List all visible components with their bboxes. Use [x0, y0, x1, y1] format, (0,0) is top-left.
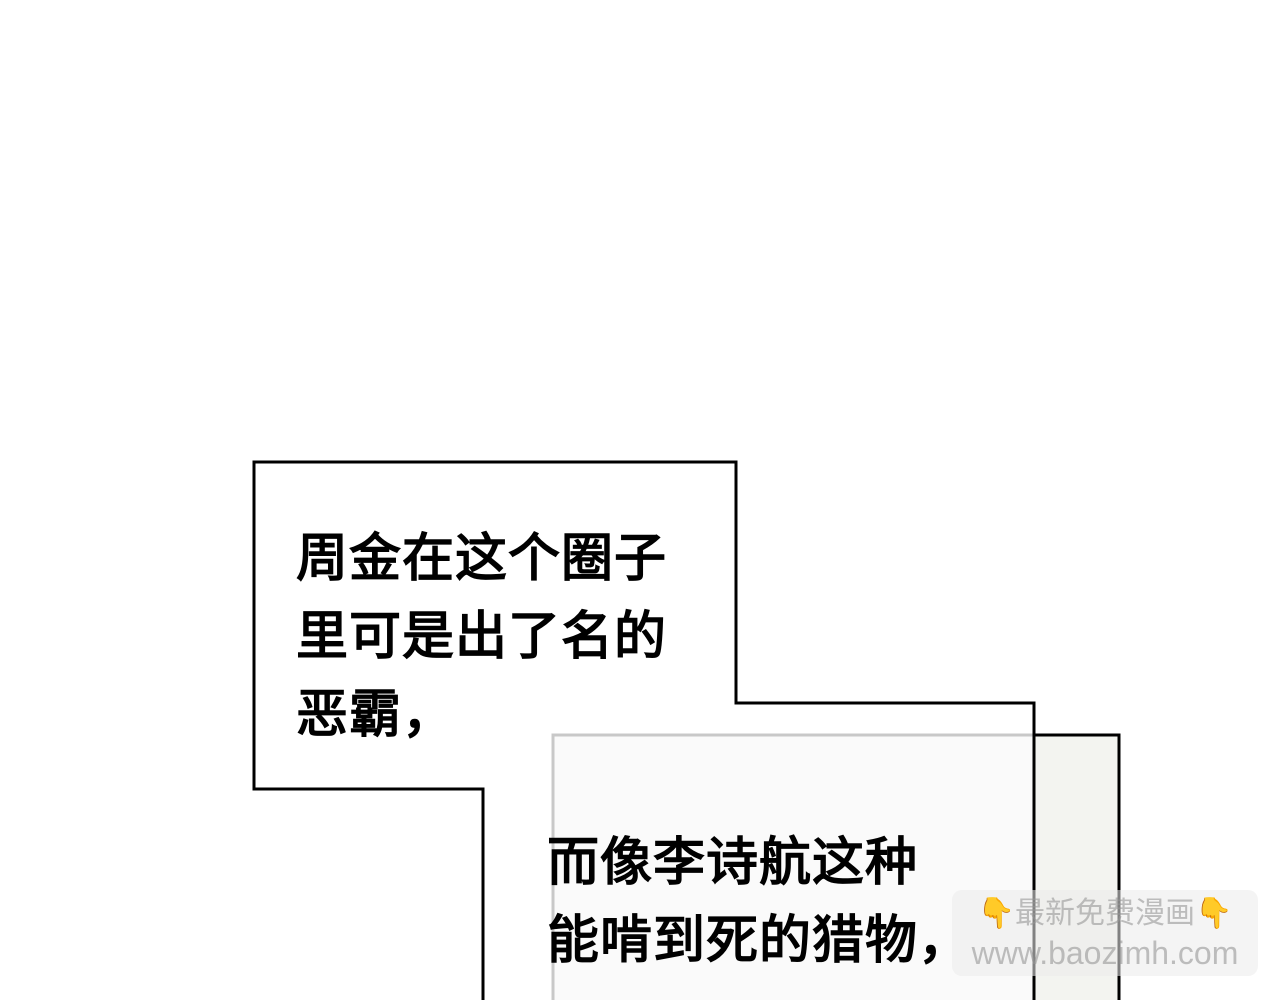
caption-text-1: 周金在这个圈子 里可是出了名的 恶霸， — [296, 520, 667, 754]
watermark-line-1: 最新免费漫画 — [1015, 897, 1195, 930]
watermark-url: www.baozimh.com — [971, 935, 1239, 971]
pointing-down-hand-icon: 👇 — [1195, 897, 1233, 930]
caption-line: 能啃到死的猎物， — [547, 911, 972, 971]
watermark: 👇最新免费漫画👇 www.baozimh.com — [952, 890, 1258, 976]
caption-line: 周金在这个圈子 — [296, 529, 668, 589]
caption-text-2: 而像李诗航这种 能啃到死的猎物， — [547, 824, 971, 980]
caption-box-1 — [252, 460, 1036, 1000]
pointing-down-hand-icon: 👇 — [977, 897, 1015, 930]
caption-line: 恶霸， — [296, 685, 456, 745]
caption-line: 而像李诗航这种 — [547, 833, 919, 893]
caption-line: 里可是出了名的 — [296, 607, 668, 667]
